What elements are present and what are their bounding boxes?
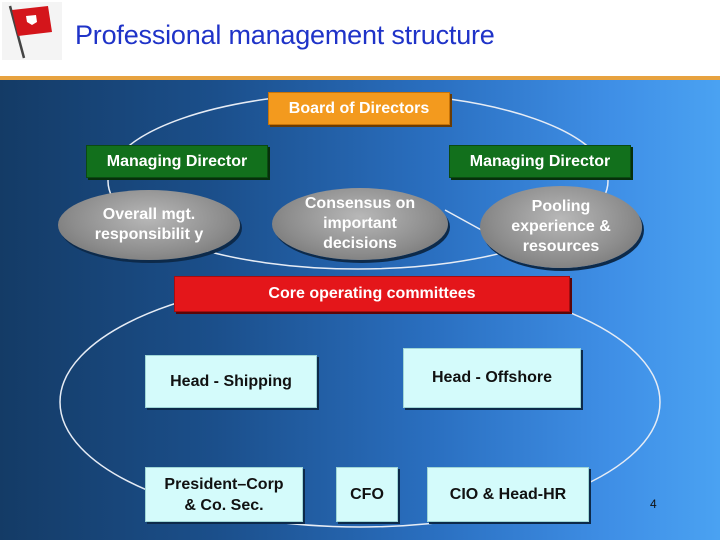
red-flag-icon — [2, 2, 62, 60]
diagram-area: Board of Directors Managing Director Man… — [0, 80, 720, 540]
cfo-box: CFO — [336, 467, 398, 522]
cio-head-hr-box: CIO & Head-HR — [427, 467, 589, 522]
header: Professional management structure — [0, 0, 720, 80]
consensus-ellipse: Consensus on important decisions — [272, 188, 448, 260]
header-divider — [0, 76, 720, 80]
president-corp-box: President–Corp & Co. Sec. — [145, 467, 303, 522]
core-operating-committees-box: Core operating committees — [174, 276, 570, 312]
page-number: 4 — [650, 497, 657, 511]
managing-director-left-box: Managing Director — [86, 145, 268, 178]
managing-director-right-box: Managing Director — [449, 145, 631, 178]
overall-responsibility-ellipse: Overall mgt. responsibilit y — [58, 190, 240, 260]
head-offshore-box: Head - Offshore — [403, 348, 581, 408]
head-shipping-box: Head - Shipping — [145, 355, 317, 408]
board-of-directors-box: Board of Directors — [268, 92, 450, 125]
pooling-ellipse: Pooling experience & resources — [480, 186, 642, 268]
page-title: Professional management structure — [75, 20, 495, 50]
